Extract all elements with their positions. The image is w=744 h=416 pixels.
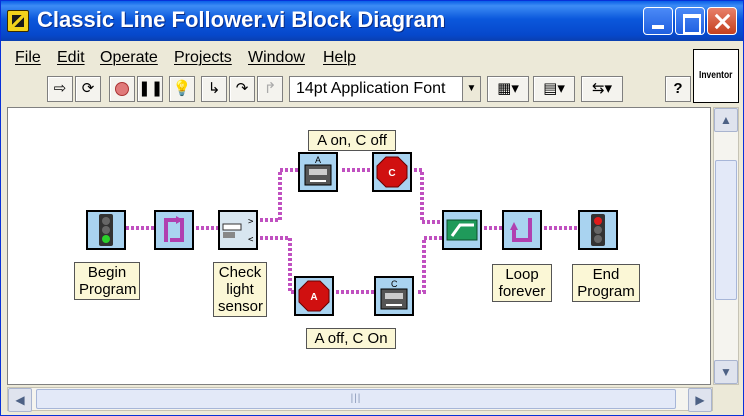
loop-end-icon <box>510 218 532 242</box>
loop-start-icon <box>164 216 184 242</box>
menu-bar: File Edit Operate Projects Window Help <box>5 45 685 69</box>
label-begin-program[interactable]: Begin Program <box>74 262 140 300</box>
resize-grip-icon[interactable] <box>715 389 739 411</box>
font-select[interactable]: 14pt Application Font ▼ <box>289 76 481 102</box>
svg-text:A: A <box>315 155 321 165</box>
begin-program-node[interactable] <box>86 210 126 250</box>
svg-text:A: A <box>310 292 317 303</box>
menu-operate[interactable]: Operate <box>100 49 158 66</box>
wires <box>126 168 578 294</box>
scroll-right-icon[interactable]: ▶ <box>688 388 712 412</box>
step-over-icon[interactable]: ↷ <box>229 76 255 102</box>
minimize-button[interactable] <box>643 7 673 35</box>
align-objects-icon[interactable]: ▦▾ <box>487 76 529 102</box>
distribute-objects-icon[interactable]: ▤▾ <box>533 76 575 102</box>
svg-text:>: > <box>248 217 254 227</box>
stop-motor-a-node[interactable]: A <box>294 276 334 316</box>
motor-icon: A <box>304 155 332 186</box>
svg-text:<: < <box>248 235 254 245</box>
reorder-icon[interactable]: ⇆▾ <box>581 76 623 102</box>
label-check-light-sensor[interactable]: Check light sensor <box>213 262 267 317</box>
label-a-on-c-off[interactable]: A on, C off <box>308 130 396 151</box>
pause-icon[interactable]: ❚❚ <box>137 76 163 102</box>
run-arrow-icon[interactable]: ⇨ <box>47 76 73 102</box>
step-into-icon[interactable]: ↳ <box>201 76 227 102</box>
inventor-logo: Inventor <box>693 49 739 103</box>
chevron-down-icon[interactable]: ▼ <box>462 77 480 101</box>
scroll-down-icon[interactable]: ▼ <box>714 360 738 384</box>
light-sensor-icon: > < <box>222 217 254 245</box>
horizontal-scrollbar[interactable]: ◀ ||| ▶ <box>7 387 713 412</box>
motor-c-on-node[interactable]: C <box>374 276 414 316</box>
menu-help[interactable]: Help <box>323 49 356 66</box>
scroll-left-icon[interactable]: ◀ <box>8 388 32 412</box>
abort-icon[interactable] <box>109 76 135 102</box>
help-icon[interactable]: ? <box>665 76 691 102</box>
fork-merge-icon <box>446 219 478 241</box>
vertical-scroll-thumb[interactable] <box>715 160 737 300</box>
horizontal-scroll-thumb[interactable]: ||| <box>36 389 676 409</box>
window-title: Classic Line Follower.vi Block Diagram <box>37 7 446 32</box>
step-out-icon[interactable]: ↱ <box>257 76 283 102</box>
motor-icon: C <box>380 279 408 310</box>
stop-sign-icon: A <box>298 280 330 312</box>
menu-edit[interactable]: Edit <box>57 49 85 66</box>
traffic-light-red-icon <box>591 214 605 246</box>
loop-end-node[interactable] <box>502 210 542 250</box>
menu-projects[interactable]: Projects <box>174 49 232 66</box>
maximize-button[interactable] <box>675 7 705 35</box>
menu-window[interactable]: Window <box>248 49 305 66</box>
light-sensor-node[interactable]: > < <box>218 210 258 250</box>
labview-app-icon[interactable] <box>7 10 29 32</box>
motor-a-on-node[interactable]: A <box>298 152 338 192</box>
vertical-scrollbar[interactable]: ▲ ▼ <box>713 107 739 385</box>
svg-text:C: C <box>391 279 398 289</box>
traffic-light-green-icon <box>99 214 113 246</box>
stop-sign-icon: C <box>376 156 408 188</box>
fork-merge-node[interactable] <box>442 210 482 250</box>
block-diagram-canvas[interactable]: > < A C A <box>7 107 711 385</box>
title-bar[interactable]: Classic Line Follower.vi Block Diagram <box>1 1 743 41</box>
toolbar: ⇨ ⟳ ❚❚ 💡 ↳ ↷ ↱ 14pt Application Font ▼ ▦… <box>5 73 691 105</box>
stop-motor-c-node[interactable]: C <box>372 152 412 192</box>
run-continuously-icon[interactable]: ⟳ <box>75 76 101 102</box>
label-a-off-c-on[interactable]: A off, C On <box>306 328 396 349</box>
label-end-program[interactable]: End Program <box>572 264 640 302</box>
label-loop-forever[interactable]: Loop forever <box>492 264 552 302</box>
close-button[interactable] <box>707 7 737 35</box>
highlight-execution-icon[interactable]: 💡 <box>169 76 195 102</box>
end-program-node[interactable] <box>578 210 618 250</box>
svg-text:C: C <box>388 168 395 179</box>
menu-file[interactable]: File <box>15 49 41 66</box>
scroll-up-icon[interactable]: ▲ <box>714 108 738 132</box>
loop-start-node[interactable] <box>154 210 194 250</box>
